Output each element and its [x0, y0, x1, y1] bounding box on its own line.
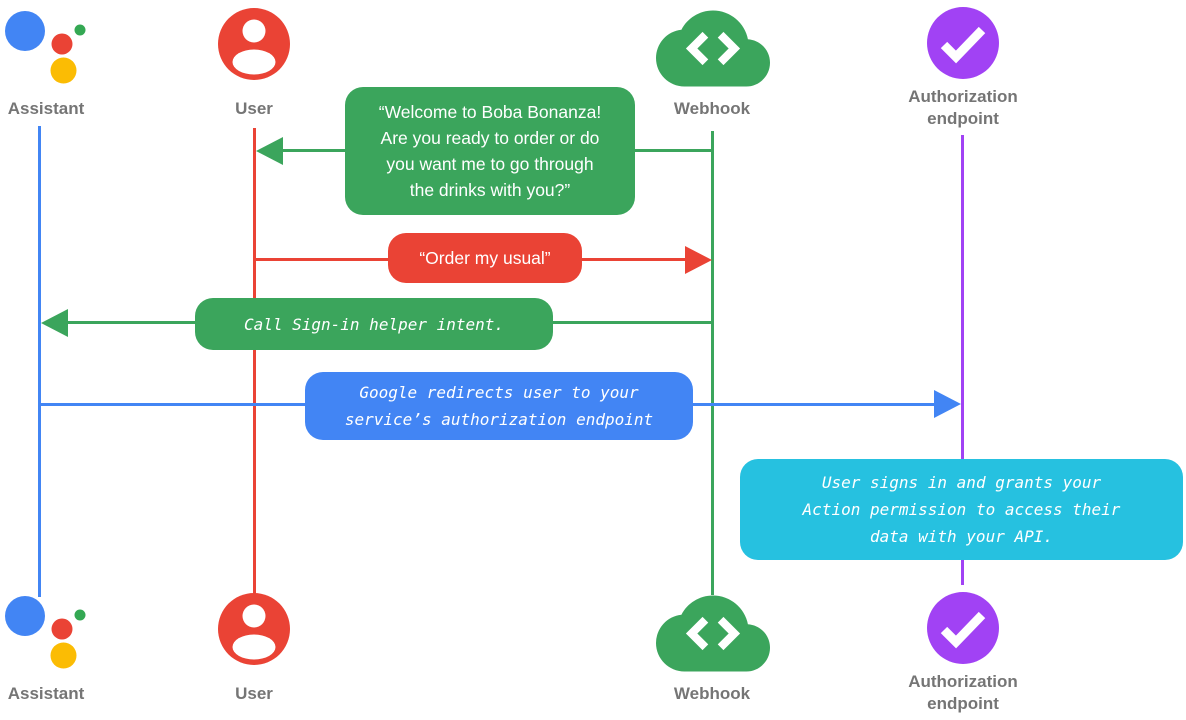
user-icon: [218, 8, 290, 80]
assistant-label: Assistant: [7, 99, 85, 118]
google-assistant-icon: [5, 11, 86, 84]
webhook-label: Webhook: [673, 99, 751, 118]
authorization-endpoint-lifeline: [961, 135, 964, 585]
user-lifeline: [253, 128, 256, 597]
arrowhead-right-icon: [685, 246, 712, 274]
user-icon: [218, 593, 290, 665]
webhook-cloud-icon: [656, 10, 770, 87]
signin-helper-bubble: Call Sign-in helper intent.: [195, 298, 553, 350]
assistant-label: Assistant: [7, 684, 85, 703]
authorization-endpoint-label: Authorization endpoint: [908, 672, 1018, 713]
user-signs-in-note: User signs in and grants your Action per…: [740, 459, 1183, 560]
welcome-bubble: “Welcome to Boba Bonanza! Are you ready …: [345, 87, 635, 215]
assistant-lifeline: [38, 126, 41, 597]
authorization-check-icon: [927, 592, 999, 664]
google-assistant-icon: [5, 596, 86, 669]
user-label: User: [235, 684, 273, 703]
arrowhead-left-icon: [41, 309, 68, 337]
user-label: User: [235, 99, 273, 118]
arrowhead-left-icon: [256, 137, 283, 165]
webhook-label: Webhook: [673, 684, 751, 703]
webhook-cloud-icon: [656, 595, 770, 672]
arrowhead-right-icon: [934, 390, 961, 418]
redirect-bubble: Google redirects user to your service’s …: [305, 372, 693, 440]
authorization-check-icon: [927, 7, 999, 79]
order-bubble: “Order my usual”: [388, 233, 582, 283]
webhook-lifeline: [711, 131, 714, 595]
authorization-endpoint-label: Authorization endpoint: [908, 87, 1018, 128]
